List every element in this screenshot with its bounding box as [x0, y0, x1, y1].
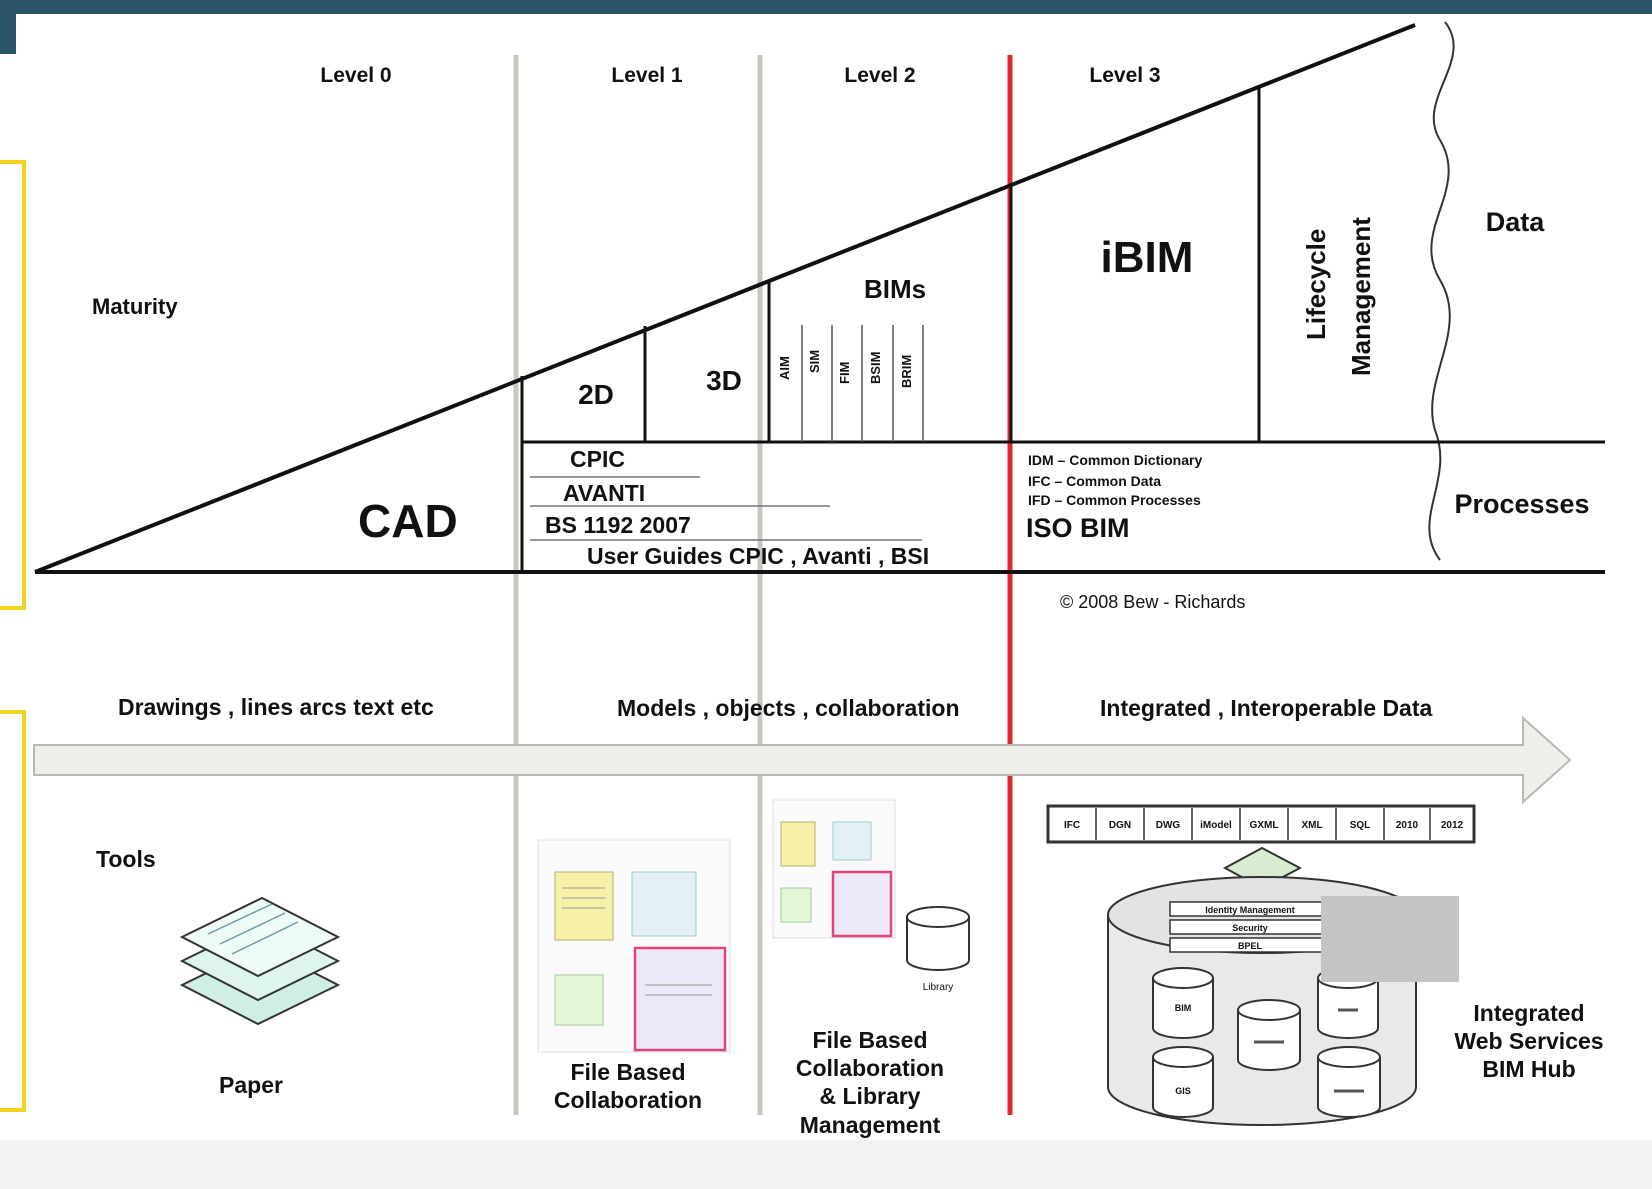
file-collaboration-thumbnail — [537, 839, 731, 1053]
format-xml: XML — [1301, 820, 1322, 831]
file-library-label-line4: Management — [800, 1112, 941, 1138]
file-library-thumbnail — [772, 799, 896, 939]
paper-stack-icon — [179, 896, 341, 1026]
wavy-divider — [1428, 21, 1455, 561]
hub-db-center — [1237, 999, 1301, 1071]
redaction-box — [1321, 896, 1459, 982]
bottom-shade — [0, 1140, 1652, 1189]
hub-db-bim-label: BIM — [1175, 1003, 1192, 1013]
format-dwg: DWG — [1156, 820, 1181, 831]
tools-label: Tools — [96, 846, 156, 872]
format-cells — [1095, 808, 1431, 840]
file-based-label-line2: Collaboration — [554, 1087, 702, 1113]
progress-arrow — [33, 715, 1572, 805]
hub-layer-security: Security — [1232, 923, 1268, 933]
hub-db-bim — [1152, 967, 1214, 1039]
integrated-label: Integrated , Interoperable Data — [1100, 695, 1433, 721]
level-1-header: Level 1 — [611, 64, 683, 87]
cpic-label: CPIC — [570, 446, 625, 472]
format-imodel: iModel — [1200, 820, 1232, 831]
format-sql: SQL — [1350, 820, 1371, 831]
management-label: Management — [1346, 217, 1376, 376]
avanti-label: AVANTI — [563, 480, 645, 506]
file-library-label-line1: File Based — [812, 1027, 927, 1053]
maturity-bracket — [0, 160, 26, 610]
hub-db-right-bottom — [1317, 1046, 1381, 1118]
iso-bim-label: ISO BIM — [1026, 513, 1130, 543]
format-strip — [1046, 804, 1476, 844]
left-strip — [0, 14, 16, 54]
level-2-header: Level 2 — [844, 64, 915, 87]
bs-1192-label: BS 1192 2007 — [545, 512, 691, 538]
format-2010: 2010 — [1396, 820, 1419, 831]
file-based-label-line1: File Based — [570, 1059, 685, 1085]
hub-label-line2: Web Services — [1454, 1028, 1603, 1054]
processes-label: Processes — [1454, 489, 1589, 519]
hub-layer-bpel: BPEL — [1238, 941, 1263, 951]
format-dgn: DGN — [1109, 820, 1131, 831]
idm-label: IDM – Common Dictionary — [1028, 452, 1202, 468]
hub-label-line1: Integrated — [1473, 1000, 1584, 1026]
3d-label: 3D — [706, 365, 742, 396]
bim-type-sim: SIM — [807, 350, 822, 373]
format-ifc: IFC — [1064, 820, 1080, 831]
library-database-icon — [906, 906, 970, 971]
models-label: Models , objects , collaboration — [617, 695, 960, 721]
level-3-header: Level 3 — [1089, 64, 1160, 87]
tools-bracket — [0, 710, 26, 1112]
bims-label: BIMs — [864, 274, 926, 304]
2d-label: 2D — [578, 379, 614, 410]
maturity-label: Maturity — [92, 294, 178, 319]
triangle-hypotenuse — [34, 23, 1416, 574]
bim-type-fim: FIM — [837, 362, 852, 384]
data-label: Data — [1486, 207, 1546, 237]
ifd-label: IFD – Common Processes — [1028, 492, 1201, 508]
top-bar — [0, 0, 1652, 14]
cad-label: CAD — [358, 495, 458, 547]
hub-db-gis — [1152, 1046, 1214, 1118]
lifecycle-label: Lifecycle — [1301, 229, 1331, 340]
format-gxml: GXML — [1250, 820, 1279, 831]
library-label: Library — [923, 982, 954, 993]
copyright-label: © 2008 Bew - Richards — [1060, 592, 1245, 612]
drawings-label: Drawings , lines arcs text etc — [118, 694, 434, 720]
hub-db-gis-label: GIS — [1175, 1086, 1191, 1096]
format-2012: 2012 — [1441, 820, 1464, 831]
bim-type-aim: AIM — [777, 356, 792, 380]
paper-label: Paper — [219, 1072, 283, 1098]
bim-type-bsim: BSIM — [868, 352, 883, 385]
file-library-label-line2: Collaboration — [796, 1055, 944, 1081]
ibim-label: iBIM — [1101, 233, 1194, 282]
ifc-label: IFC – Common Data — [1028, 473, 1161, 489]
level-0-header: Level 0 — [320, 64, 391, 87]
file-library-label-line3: & Library — [820, 1083, 921, 1109]
hub-layer-identity: Identity Management — [1205, 905, 1295, 915]
hub-label-line3: BIM Hub — [1482, 1056, 1575, 1082]
bim-type-brim: BRIM — [899, 355, 914, 388]
user-guides-label: User Guides CPIC , Avanti , BSI — [587, 543, 929, 569]
